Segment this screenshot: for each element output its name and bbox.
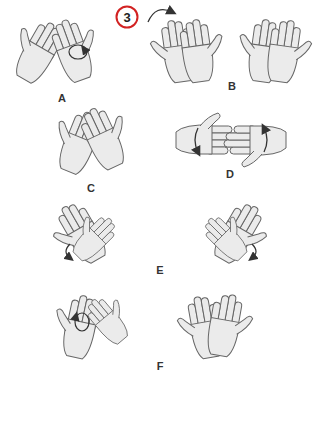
panel-letter: C	[87, 183, 95, 194]
panel-letter: E	[156, 265, 163, 276]
step-number: 3	[116, 6, 139, 29]
panel-letter: D	[226, 169, 234, 180]
panel-letter: B	[228, 81, 236, 92]
panel-letter: A	[58, 93, 66, 104]
panel-letter: F	[157, 361, 164, 372]
